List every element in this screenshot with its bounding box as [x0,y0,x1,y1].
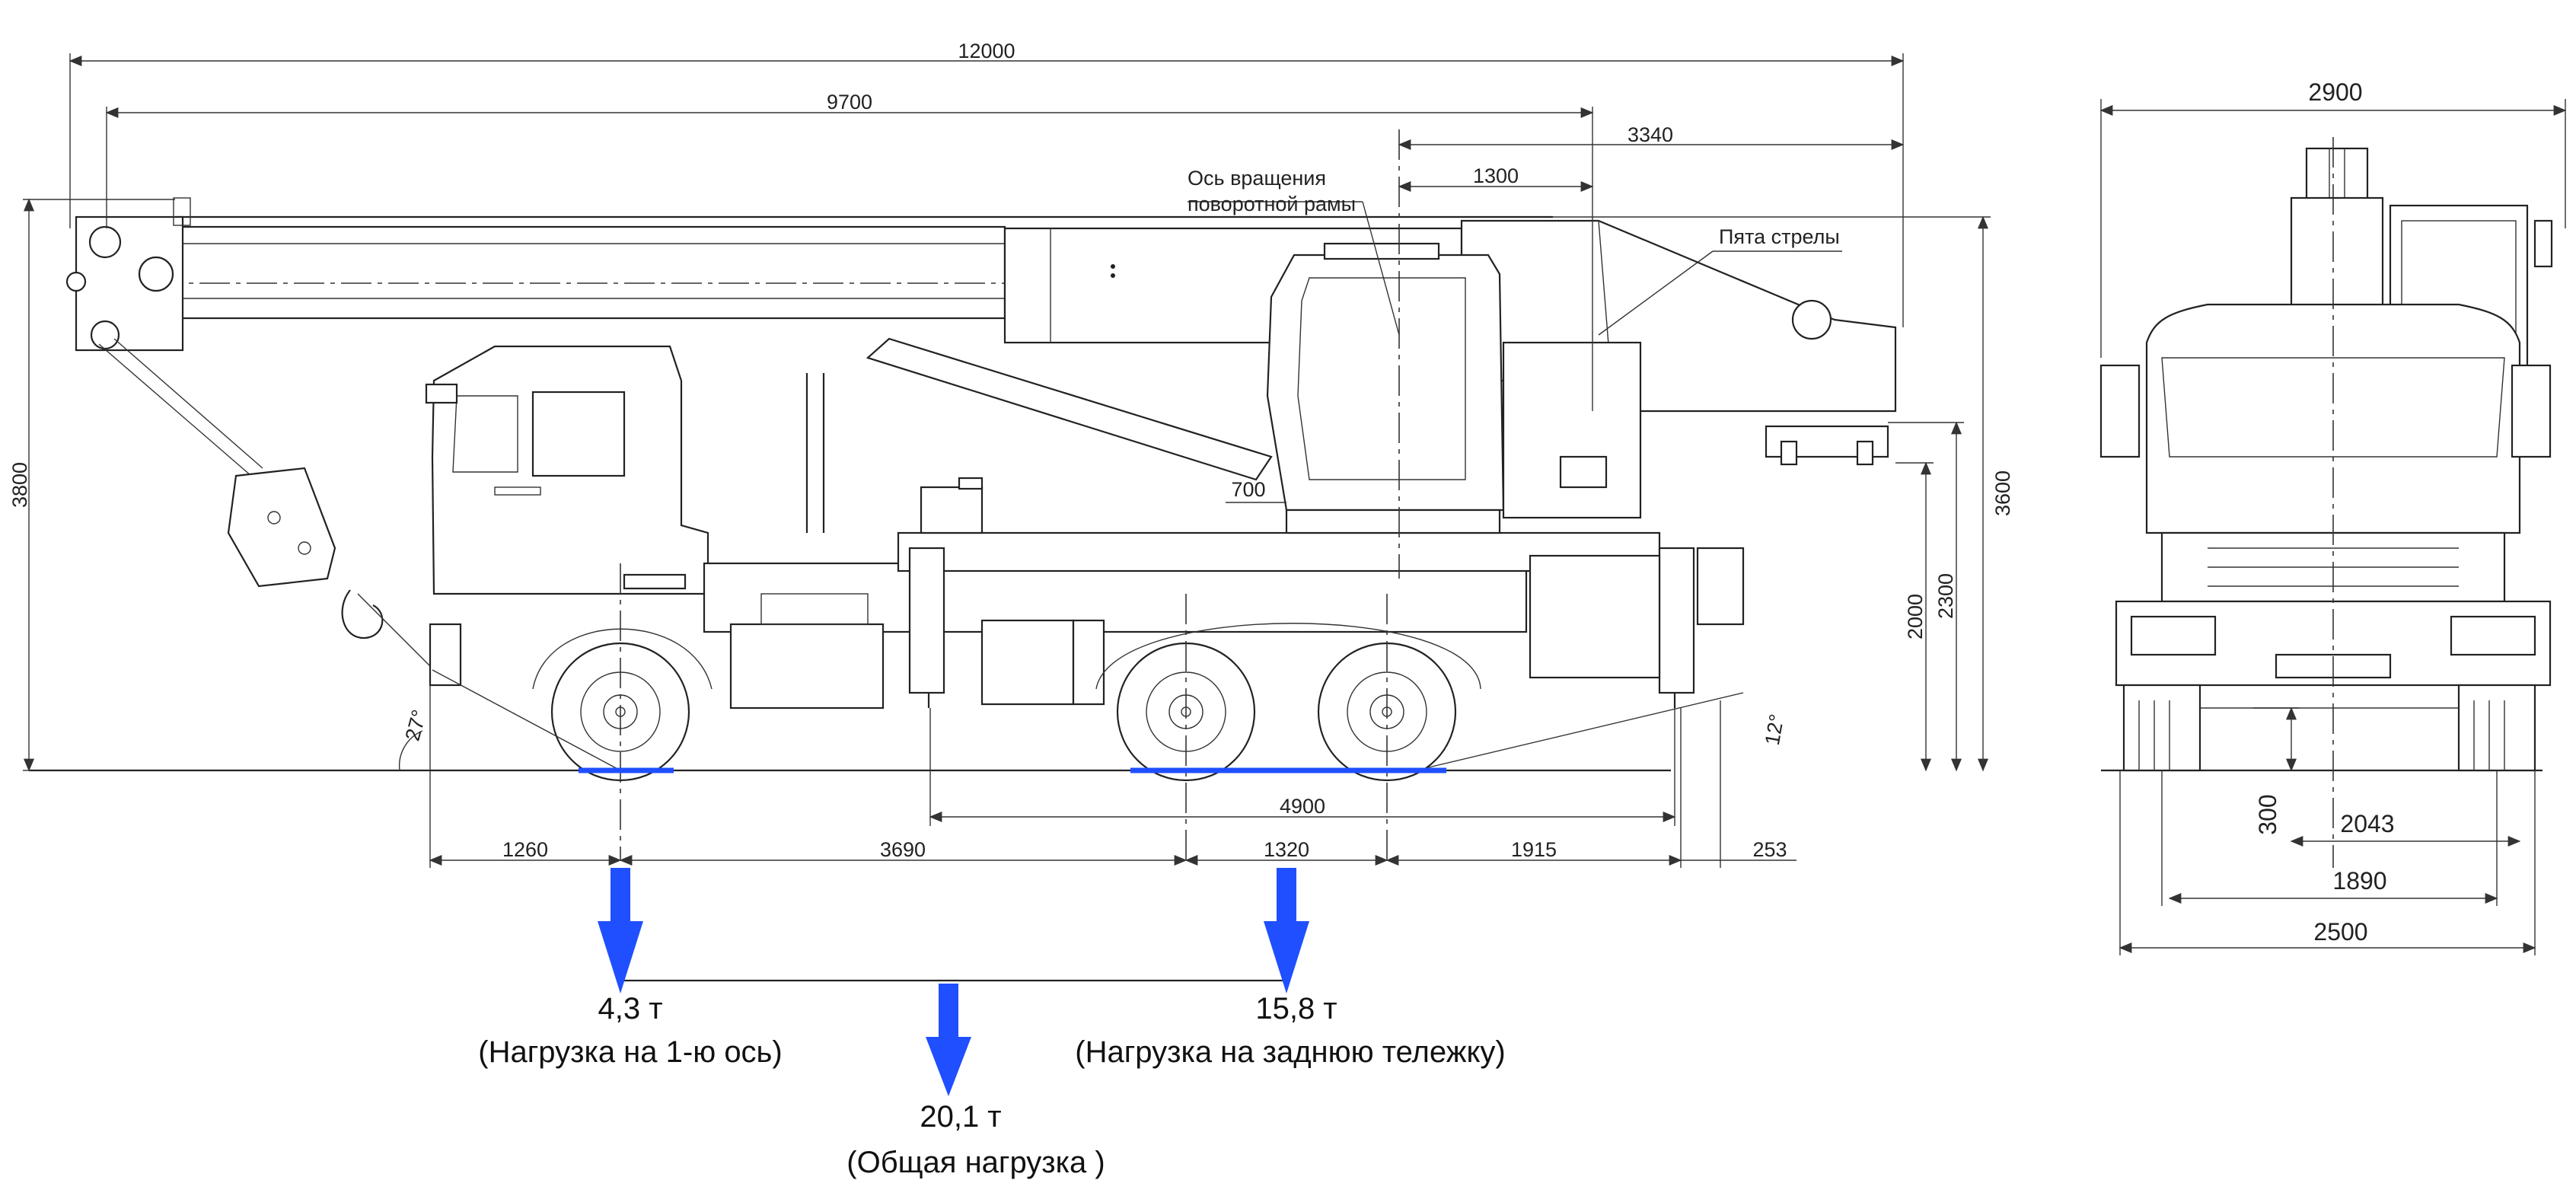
dim-track-2043: 2043 [2340,810,2394,837]
dim-rear-overhang-top: 3340 [1628,123,1673,146]
dim-front-overhang: 1260 [502,838,548,861]
front-axle-arrow [598,868,643,993]
dim-width-2500: 2500 [2313,918,2367,946]
front-axle-load-value: 4,3 т [598,992,662,1025]
crane-cab [1266,242,1889,534]
dim-track-1890: 1890 [2332,867,2386,895]
label-pivot-axis-line2: поворотной рамы [1188,193,1356,215]
front-dimensions [2099,99,2567,955]
rear-bogie-arrow [1264,868,1309,993]
dim-height-3600: 3600 [1991,470,2014,516]
dim-boom-length: 9700 [827,91,872,113]
total-load-value: 20,1 т [920,1100,1001,1134]
chassis [425,345,1745,710]
dim-outrigger-base: 4900 [1280,795,1325,818]
load-diagram: 4,3 т (Нагрузка на 1-ю ось) 15,8 т (Нагр… [478,868,1506,1179]
side-view: 12000 9700 3340 1300 3800 3600 2300 2000… [8,40,2014,868]
dim-overall-height: 3800 [8,462,31,508]
rear-bogie-load-value: 15,8 т [1255,992,1337,1025]
dim-tandem: 1320 [1264,838,1309,861]
front-axle-load-label: (Нагрузка на 1-ю ось) [478,1035,782,1069]
hook-block [98,338,435,671]
dim-departure-angle: 12° [1761,713,1789,747]
front-view: 2900 300 2043 1890 2500 [2099,78,2567,955]
dim-pivot-offset: 1300 [1473,164,1519,187]
total-load-label: (Общая нагрузка ) [846,1146,1105,1179]
dim-wheelbase-1: 3690 [880,838,926,861]
rear-bogie-load-label: (Нагрузка на заднюю тележку) [1075,1035,1505,1069]
label-boom-heel: Пята стрелы [1719,225,1840,248]
dim-rear-253: 253 [1752,838,1787,861]
dim-overall-width: 2900 [2308,78,2362,106]
dim-approach-angle: 27° [401,707,432,743]
dim-rear-1915: 1915 [1511,838,1557,861]
total-load-arrow [926,984,971,1096]
label-pivot-axis-line1: Ось вращения [1188,167,1326,190]
dim-overall-length: 12000 [958,40,1015,62]
dim-cab-700: 700 [1231,478,1265,501]
side-dimensions [23,53,1991,868]
dim-ground-clearance: 300 [2254,794,2281,834]
dim-height-2300: 2300 [1934,573,1957,619]
dim-height-2000: 2000 [1904,594,1927,639]
